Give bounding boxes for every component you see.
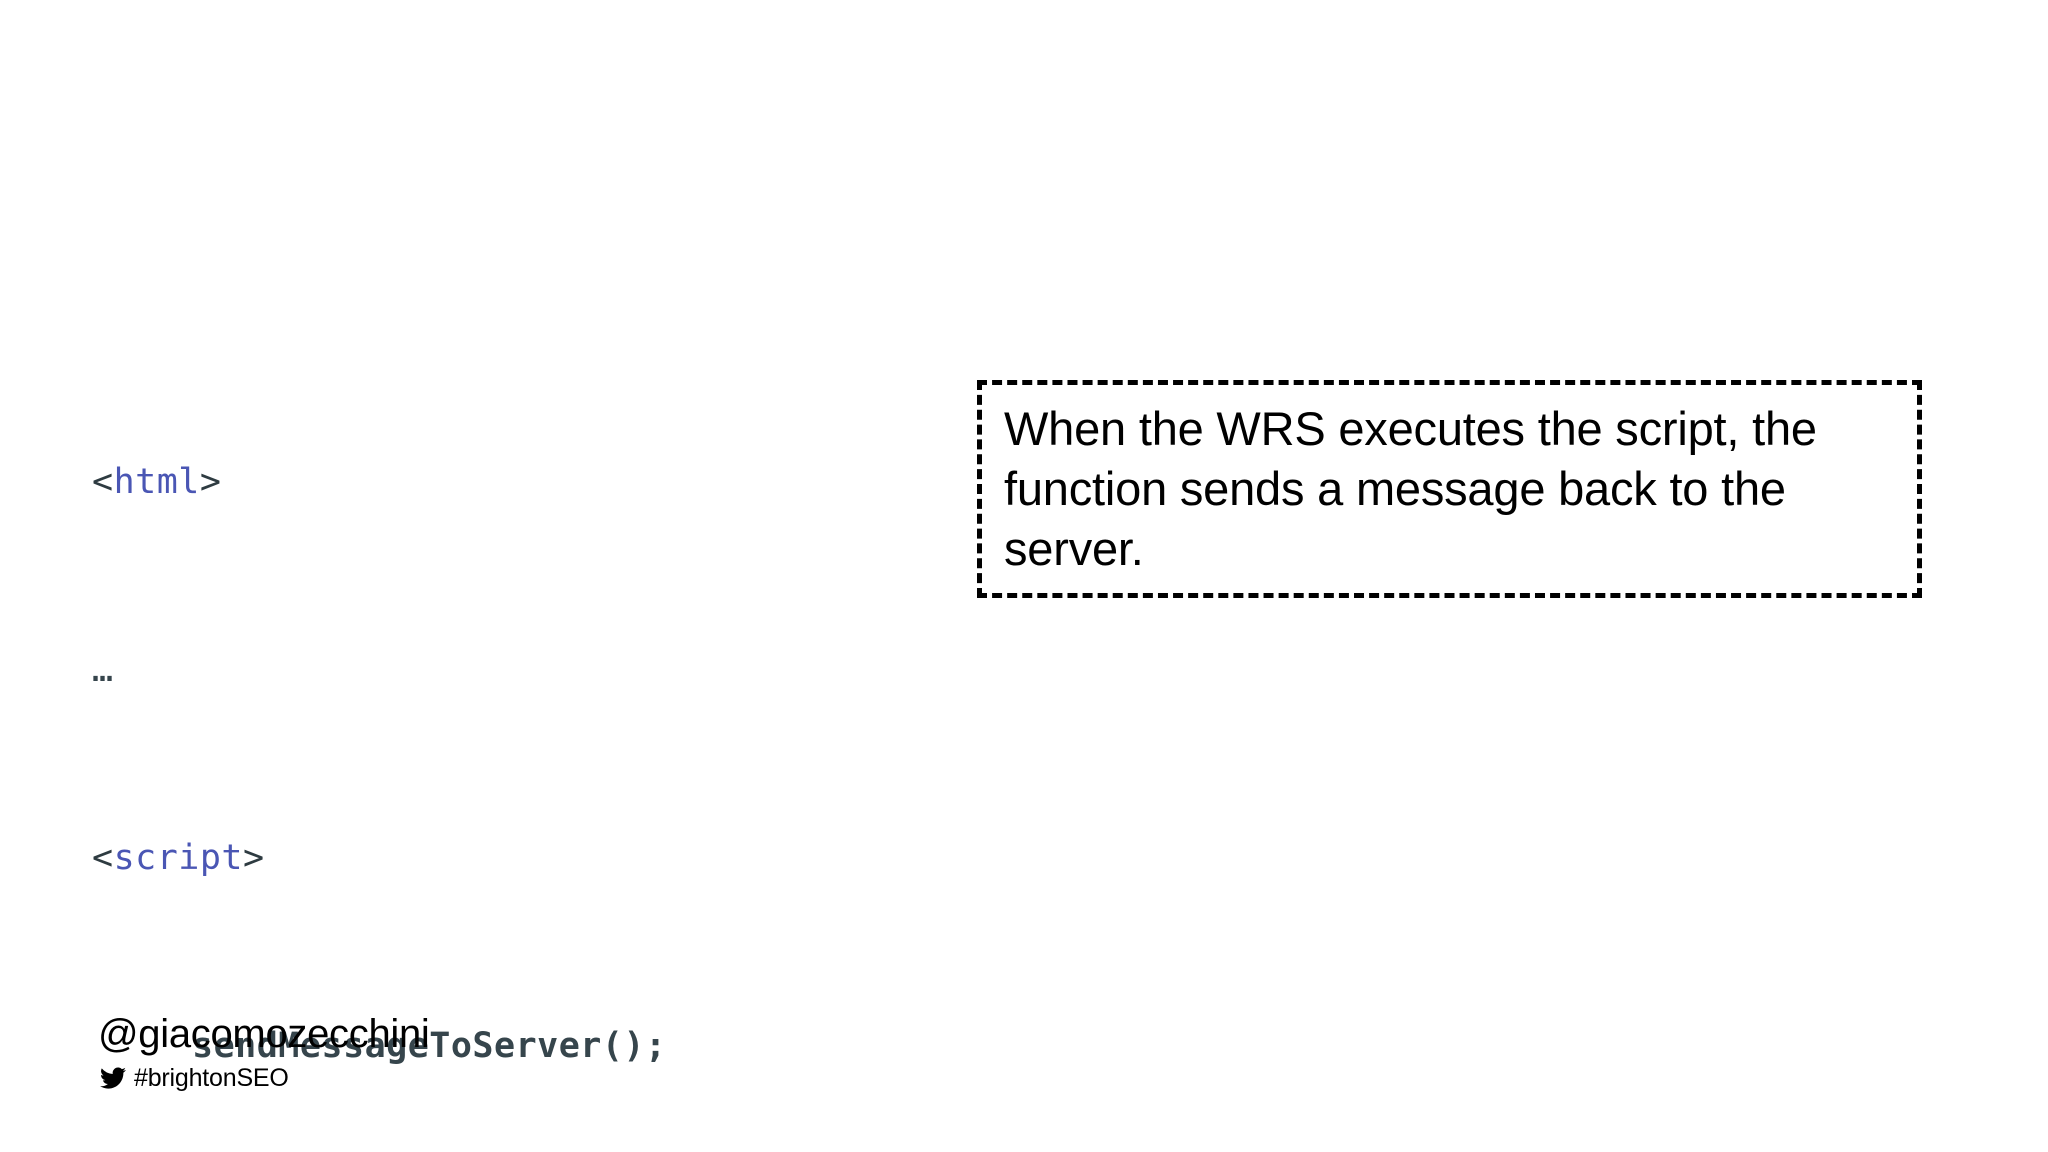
angle-bracket-open: < bbox=[92, 462, 114, 502]
hashtag-row: #brightonSEO bbox=[100, 1064, 430, 1092]
hashtag-text: #brightonSEO bbox=[134, 1064, 289, 1092]
twitter-handle: @giacomozecchini bbox=[98, 1012, 430, 1056]
angle-bracket-close: > bbox=[199, 462, 222, 502]
callout-box: When the WRS executes the script, the fu… bbox=[977, 380, 1922, 598]
code-line-html-open: <html> bbox=[92, 459, 667, 506]
tag-name-script: script bbox=[113, 838, 244, 878]
twitter-bird-icon bbox=[100, 1067, 126, 1089]
code-line-ellipsis-1: … bbox=[92, 647, 667, 694]
ellipsis-glyph: … bbox=[92, 650, 115, 690]
function-call-text: sendMessageToServer(); bbox=[192, 1026, 667, 1066]
code-line-script-open: <script> bbox=[92, 835, 667, 882]
code-snippet: <html> … <script> sendMessageToServer();… bbox=[92, 318, 667, 1152]
angle-bracket-open: < bbox=[92, 838, 114, 878]
slide-footer: @giacomozecchini #brightonSEO bbox=[98, 1010, 430, 1092]
angle-bracket-close: > bbox=[243, 838, 265, 878]
code-line-function-call: sendMessageToServer(); bbox=[92, 1023, 667, 1070]
callout-text: When the WRS executes the script, the fu… bbox=[1004, 402, 1817, 575]
tag-name-html: html bbox=[113, 462, 200, 502]
